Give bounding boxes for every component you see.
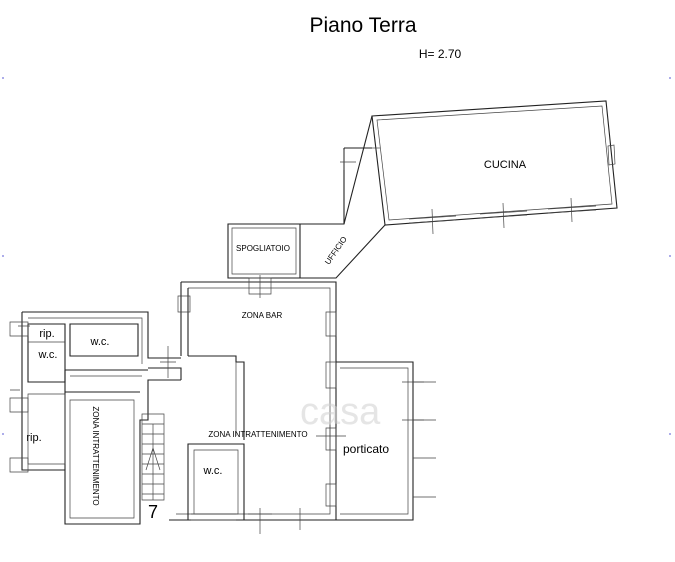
porticato xyxy=(336,361,436,521)
room-label-porticato: porticato xyxy=(343,442,389,456)
room-label-rip-bottom: rip. xyxy=(26,432,41,444)
room-label-spogliatoio: SPOGLIATOIO xyxy=(236,244,290,253)
corridor xyxy=(300,115,386,279)
staircase xyxy=(141,413,165,501)
watermark: casa xyxy=(300,391,381,433)
ceiling-height: H= 2.70 xyxy=(419,47,462,61)
wc-center xyxy=(187,443,301,534)
spogliatoio xyxy=(227,223,301,279)
left-small-rooms xyxy=(9,321,139,473)
room-label-wc-left: w.c. xyxy=(38,349,58,361)
room-label-cucina: CUCINA xyxy=(484,159,527,171)
plan-title: Piano Terra xyxy=(309,14,416,37)
stair-number: 7 xyxy=(148,502,158,522)
room-label-zona-intrattenimento-vertical: ZONA INTRATTENIMENTO xyxy=(91,406,100,505)
room-label-ufficio: UFFICIO xyxy=(323,235,349,266)
room-label-wc-center: w.c. xyxy=(203,465,223,477)
edge-markers xyxy=(2,77,671,435)
room-label-zona-intrattenimento: ZONA INTRATTENIMENTO xyxy=(208,430,307,439)
room-label-zona-bar: ZONA BAR xyxy=(242,311,283,320)
room-label-rip-top: rip. xyxy=(39,328,54,340)
room-label-wc-top-left: w.c. xyxy=(90,336,110,348)
